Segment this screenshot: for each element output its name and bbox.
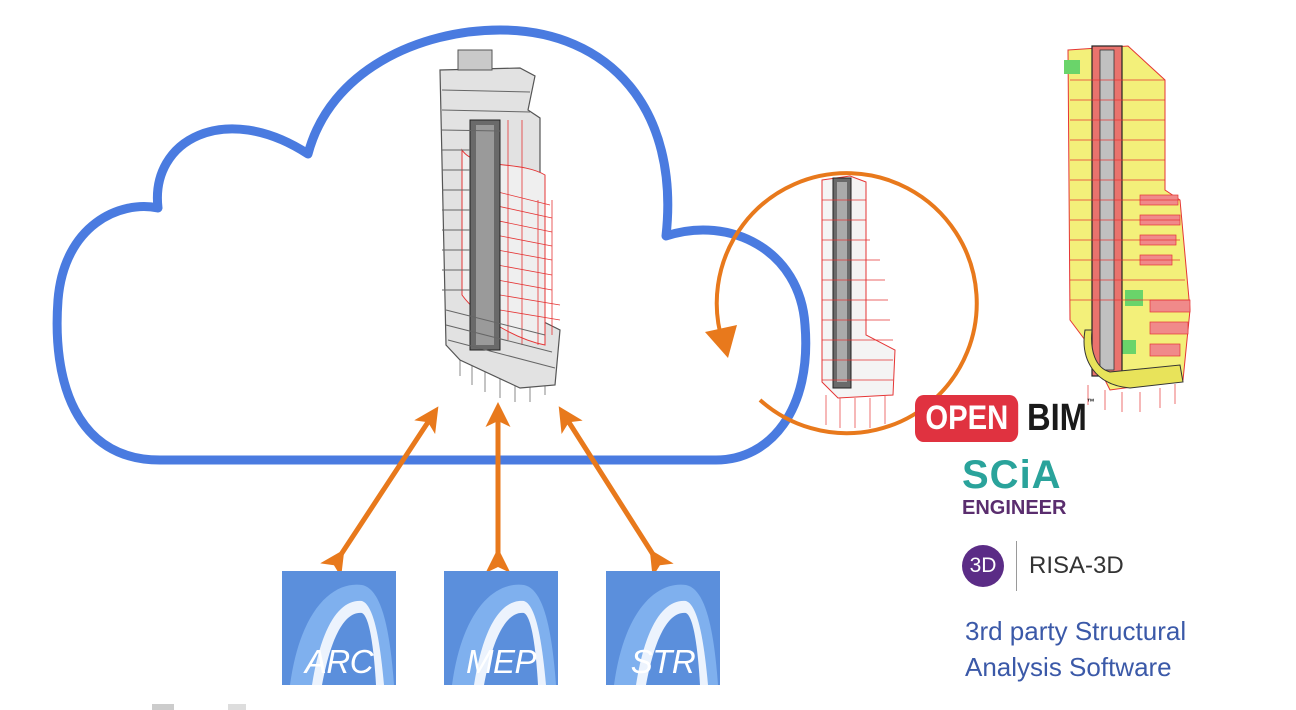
analytical-model-small <box>821 175 896 428</box>
openbim-bim-word: BIM <box>1027 396 1088 439</box>
mep-logo-icon <box>444 571 558 685</box>
third-party-caption: 3rd party Structural Analysis Software <box>965 613 1186 685</box>
artifact-mark <box>228 704 246 710</box>
scia-engineer-logo: SCiA ENGINEER <box>962 455 1066 520</box>
archicad-str-icon[interactable]: STR <box>606 571 720 685</box>
roundtrip-circle-arrow <box>714 171 979 436</box>
risa-3d-logo: 3D RISA-3D <box>962 540 1124 592</box>
risa-name: RISA-3D <box>1029 552 1124 579</box>
cloud-shape <box>52 25 811 465</box>
openbim-bim-text: BIM™ <box>1027 397 1095 440</box>
openbim-open-text: OPEN <box>915 394 1019 442</box>
artifact-mark <box>152 704 174 710</box>
central-building-model <box>439 49 561 402</box>
openbim-tm: ™ <box>1087 396 1096 407</box>
archicad-logo-icon <box>282 571 396 685</box>
app-label: ARC <box>304 643 374 680</box>
caption-line-2: Analysis Software <box>965 652 1172 682</box>
risa-3d-badge-icon: 3D <box>962 545 1004 587</box>
openbim-logo: OPEN BIM™ <box>915 392 1106 444</box>
app-label: MEP <box>465 643 537 680</box>
sync-arrows <box>320 402 674 578</box>
scia-engineer-text: ENGINEER <box>962 497 1067 519</box>
scia-wordmark: SCiA <box>962 453 1062 497</box>
str-sync-arrow <box>558 406 674 578</box>
caption-line-1: 3rd party Structural <box>965 616 1187 646</box>
risa-divider <box>1016 541 1017 591</box>
roundtrip-arrowhead <box>705 325 737 358</box>
archicad-arc-icon[interactable]: ARC <box>282 571 396 685</box>
analysis-result-model <box>1064 45 1191 412</box>
arc-sync-arrow <box>320 406 439 578</box>
app-label: STR <box>630 643 696 680</box>
str-logo-icon <box>606 571 720 685</box>
archicad-mep-icon[interactable]: MEP <box>444 571 558 685</box>
